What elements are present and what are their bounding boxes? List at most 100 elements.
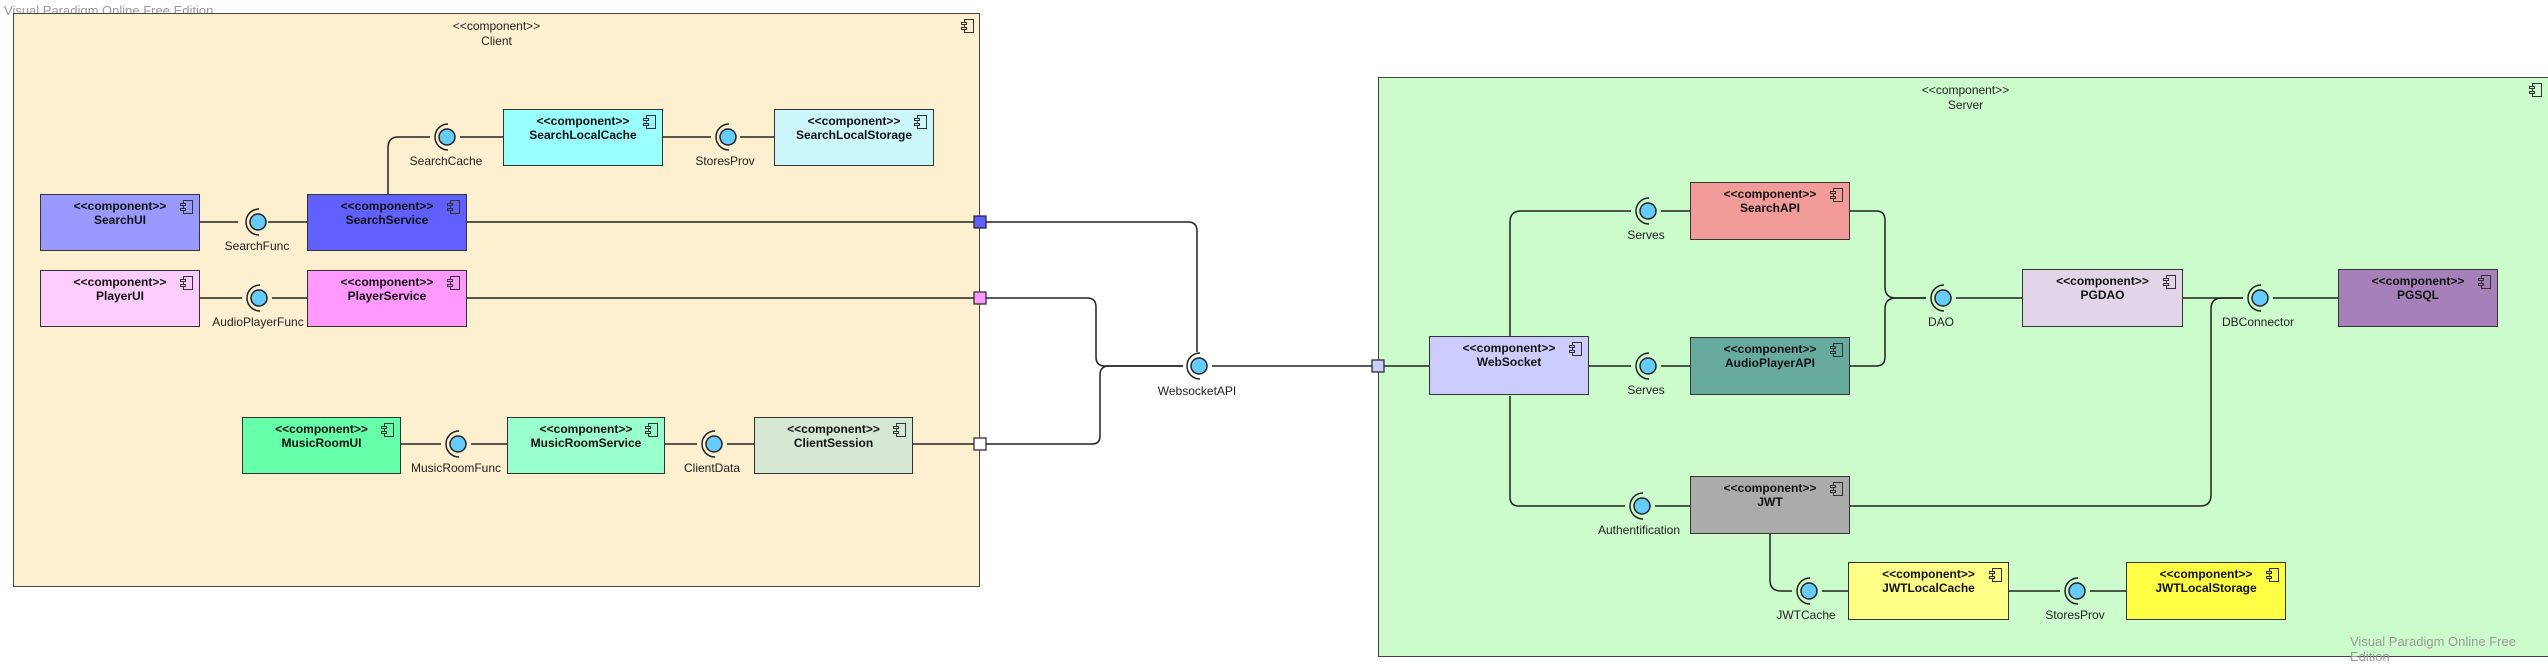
interface-label-jwt-cache: JWTCache (1776, 608, 1836, 622)
component-icon (914, 115, 927, 129)
component-name: JWT (1757, 495, 1783, 509)
component-name: MusicRoomService (530, 436, 642, 450)
connector-jwt-jwtcache (1769, 534, 1792, 592)
component-stereotype: <<component>> (1462, 341, 1556, 355)
component-name: JWTLocalCache (1882, 581, 1975, 595)
connector-port-websocketapi-player (986, 297, 1183, 367)
component-stereotype: <<component>> (340, 199, 434, 213)
pgdao-component[interactable]: <<component>> PGDAO (2022, 269, 2183, 327)
component-name: ClientSession (793, 436, 874, 450)
component-icon (180, 200, 193, 214)
connector-port-websocketapi-search (986, 221, 1198, 352)
component-stereotype: <<component>> (536, 114, 630, 128)
component-icon (1569, 342, 1582, 356)
search-ui-component[interactable]: <<component>> SearchUI (40, 194, 200, 251)
component-icon (1989, 568, 2002, 582)
interface-authentification-icon[interactable] (1629, 492, 1651, 520)
component-icon (2529, 83, 2542, 97)
music-room-ui-component[interactable]: <<component>> MusicRoomUI (242, 417, 401, 474)
component-name: PGSQL (2396, 288, 2439, 302)
interface-jwt-cache-icon[interactable] (1796, 577, 1818, 605)
search-local-cache-component[interactable]: <<component>> SearchLocalCache (503, 109, 663, 166)
component-name: SearchLocalCache (529, 128, 637, 142)
interface-label-authentification: Authentification (1597, 523, 1681, 537)
client-package-name: Client (481, 34, 512, 48)
jwt-component[interactable]: <<component>> JWT (1690, 476, 1850, 534)
music-room-service-component[interactable]: <<component>> MusicRoomService (507, 417, 665, 474)
connector-jwt-dbconnector (1850, 297, 2243, 507)
interface-label-search-cache: SearchCache (409, 154, 483, 168)
component-stereotype: <<component>> (1882, 567, 1975, 581)
component-name: SearchAPI (1739, 201, 1801, 215)
server-package-stereotype: <<component>> (1921, 83, 2010, 97)
component-stereotype: <<component>> (1723, 481, 1817, 495)
connector-port-websocketapi-session (986, 365, 1183, 445)
port-session[interactable] (973, 437, 987, 451)
interface-stores-prov-client-icon[interactable] (715, 123, 737, 151)
web-socket-component[interactable]: <<component>> WebSocket (1429, 336, 1589, 395)
component-icon (447, 200, 460, 214)
component-name: SearchUI (93, 213, 147, 227)
connector-searchapi-dao (1850, 210, 1926, 299)
component-icon (1830, 188, 1843, 202)
interface-label-client-data: ClientData (683, 461, 741, 475)
interface-music-room-func-icon[interactable] (445, 430, 467, 458)
component-stereotype: <<component>> (73, 275, 167, 289)
interface-label-db-connector: DBConnector (2221, 315, 2295, 329)
component-stereotype: <<component>> (787, 422, 880, 436)
component-icon (893, 423, 906, 437)
port-player[interactable] (973, 291, 987, 305)
interface-serves-audio-icon[interactable] (1635, 352, 1657, 380)
component-name: JWTLocalStorage (2155, 581, 2257, 595)
jwt-local-cache-component[interactable]: <<component>> JWTLocalCache (1848, 562, 2009, 620)
component-icon (1830, 343, 1843, 357)
interface-audio-player-func-icon[interactable] (246, 284, 268, 312)
search-api-component[interactable]: <<component>> SearchAPI (1690, 182, 1850, 240)
component-stereotype: <<component>> (539, 422, 633, 436)
pgsql-component[interactable]: <<component>> PGSQL (2338, 269, 2498, 327)
component-name: PlayerUI (95, 289, 145, 303)
port-server[interactable] (1371, 359, 1385, 373)
audio-player-api-component[interactable]: <<component>> AudioPlayerAPI (1690, 337, 1850, 395)
search-local-storage-component[interactable]: <<component>> SearchLocalStorage (774, 109, 934, 166)
interface-label-websocket-api: WebsocketAPI (1157, 384, 1237, 398)
interface-search-func-icon[interactable] (245, 208, 267, 236)
component-name: PGDAO (2080, 288, 2125, 302)
component-name: PlayerService (347, 289, 427, 303)
interface-search-cache-icon[interactable] (434, 123, 456, 151)
interface-stores-prov-server-icon[interactable] (2064, 577, 2086, 605)
component-stereotype: <<component>> (2056, 274, 2149, 288)
client-session-component[interactable]: <<component>> ClientSession (754, 417, 913, 474)
interface-websocket-api-icon[interactable] (1186, 352, 1208, 380)
interface-serves-search-icon[interactable] (1635, 197, 1657, 225)
jwt-local-storage-component[interactable]: <<component>> JWTLocalStorage (2126, 562, 2286, 620)
component-name: SearchLocalStorage (795, 128, 913, 142)
component-stereotype: <<component>> (2159, 567, 2253, 581)
interface-db-connector-icon[interactable] (2247, 284, 2269, 312)
component-icon (1830, 482, 1843, 496)
component-name: MusicRoomUI (281, 436, 362, 450)
interface-client-data-icon[interactable] (701, 430, 723, 458)
player-service-component[interactable]: <<component>> PlayerService (307, 270, 467, 327)
player-ui-component[interactable]: <<component>> PlayerUI (40, 270, 200, 327)
interface-label-stores-prov-server: StoresProv (2045, 608, 2105, 622)
component-icon (643, 115, 656, 129)
interface-label-stores-prov-client: StoresProv (695, 154, 755, 168)
component-icon (2163, 275, 2176, 289)
interface-label-audio-player-func: AudioPlayerFunc (212, 315, 304, 329)
search-service-component[interactable]: <<component>> SearchService (307, 194, 467, 251)
component-stereotype: <<component>> (807, 114, 901, 128)
interface-label-search-func: SearchFunc (224, 239, 290, 253)
component-icon (180, 276, 193, 290)
component-stereotype: <<component>> (1723, 342, 1817, 356)
component-stereotype: <<component>> (275, 422, 368, 436)
component-name: AudioPlayerAPI (1724, 356, 1816, 370)
component-stereotype: <<component>> (1723, 187, 1817, 201)
connector-websocket-authentification (1509, 396, 1625, 507)
interface-dao-icon[interactable] (1930, 284, 1952, 312)
component-icon (645, 423, 658, 437)
port-search[interactable] (973, 215, 987, 229)
component-icon (2478, 275, 2491, 289)
client-package-title: <<component>> Client (14, 19, 979, 49)
